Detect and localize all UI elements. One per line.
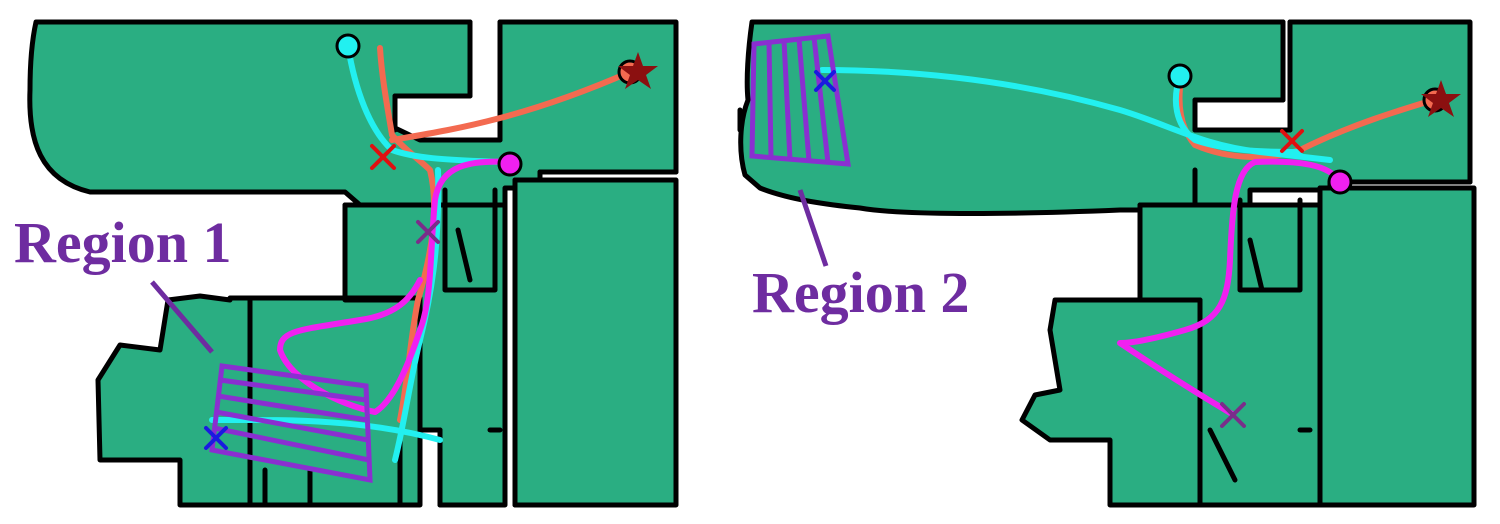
right-start-cyan-circle [1167, 63, 1193, 89]
left-blue-x-mark-icon [204, 426, 228, 450]
left-map-interior-walls [247, 19, 679, 508]
left-red-x-mark-icon [370, 144, 396, 170]
right-map: Region 2 [737, 19, 1477, 508]
left-start-cyan-circle [335, 33, 361, 59]
region-1-label: Region 1 [14, 210, 232, 275]
right-cyan-trajectory [819, 67, 1333, 163]
left-magenta-trajectory [277, 158, 513, 415]
region-2-pointer [797, 189, 829, 267]
left-map: Region 1 [14, 19, 679, 508]
left-magenta-circle [497, 151, 523, 177]
right-map-upper-corridor [738, 19, 1473, 217]
right-map-interior-walls [737, 19, 1473, 508]
region-1-pointer [150, 280, 214, 354]
right-map-lower-rooms [1019, 297, 1203, 508]
right-red-x-mark-icon [1280, 129, 1304, 153]
region-1-box [209, 363, 373, 484]
region-2-box [749, 33, 851, 167]
left-map-right-column [512, 177, 679, 508]
right-magenta-circle [1327, 169, 1353, 195]
right-magenta-trajectory [1117, 158, 1343, 417]
left-goal-star-icon [618, 52, 658, 89]
left-purple-x-mark-icon [416, 220, 440, 244]
right-goal-star-icon [1421, 80, 1461, 117]
left-orange-trajectory [377, 45, 633, 423]
right-purple-x-mark-icon [1220, 402, 1246, 428]
region-2-label: Region 2 [752, 260, 970, 325]
right-blue-x-mark-icon [814, 70, 836, 92]
right-map-right-column [1317, 185, 1477, 508]
